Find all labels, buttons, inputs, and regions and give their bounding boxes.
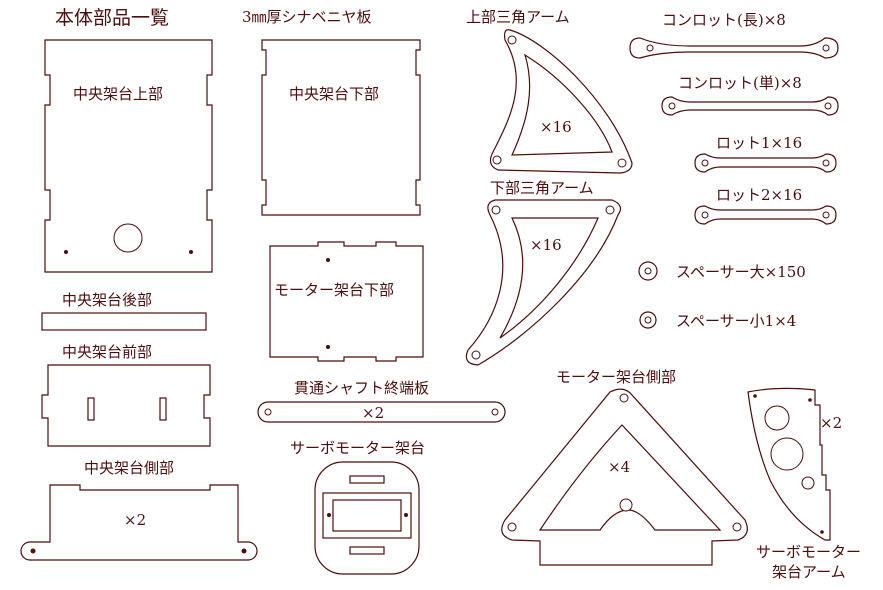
through-shaft-label: 貫通シャフト終端板 [294, 379, 429, 397]
servo-arm-label-line2: 架台アーム [772, 563, 846, 581]
upper-arm-label: 上部三角アーム [466, 8, 570, 26]
spacer-large-part: スペーサー大×150 [638, 261, 806, 281]
through-shaft-part: 貫通シャフト終端板 ×2 [257, 379, 506, 423]
center-front-label: 中央架台前部 [62, 343, 152, 361]
sheet-title: 本体部品一覧 [55, 7, 169, 29]
conrod-long-label: コンロット(長)×8 [662, 11, 786, 29]
servo-arm-qty: ×2 [820, 414, 842, 432]
lower-arm-label: 下部三角アーム [490, 179, 594, 197]
center-side-part: 中央架台側部 ×2 [20, 459, 258, 561]
motor-side-label: モーター架台側部 [556, 368, 676, 386]
servo-arm-part: ×2 サーボモーター 架台アーム [747, 387, 861, 581]
lower-arm-part: 下部三角アーム ×16 [465, 179, 622, 366]
motor-side-part: モーター架台側部 ×4 [501, 368, 748, 566]
servo-mount-label: サーボモーター架台 [290, 439, 425, 457]
conrod-short-part: コンロット(単)×8 [661, 74, 839, 116]
center-rear-part: 中央架台後部 [41, 291, 207, 331]
center-front-part: 中央架台前部 [41, 343, 211, 447]
conrod-long-part: コンロット(長)×8 [629, 11, 839, 59]
rod1-part: ロット1×16 [694, 134, 837, 173]
motor-side-qty: ×4 [608, 458, 630, 476]
lower-arm-qty: ×16 [530, 236, 562, 254]
center-top-label: 中央架台上部 [73, 85, 163, 103]
center-rear-label: 中央架台後部 [62, 291, 152, 309]
upper-arm-qty: ×16 [540, 118, 572, 136]
motor-bottom-label: モーター架台下部 [274, 281, 394, 299]
spacer-small-label: スペーサー小1×4 [676, 312, 796, 330]
servo-mount-part: サーボモーター架台 [290, 439, 425, 575]
center-bottom-label: 中央架台下部 [289, 85, 379, 103]
rod2-part: ロット2×16 [694, 186, 837, 225]
center-side-qty: ×2 [124, 511, 146, 529]
rod2-label: ロット2×16 [716, 186, 802, 204]
through-shaft-qty: ×2 [362, 404, 384, 422]
spacer-small-part: スペーサー小1×4 [639, 311, 796, 330]
center-side-label: 中央架台側部 [84, 459, 174, 477]
conrod-short-label: コンロット(単)×8 [678, 74, 802, 92]
upper-arm-part: 上部三角アーム ×16 [466, 8, 633, 174]
material-label: 3㎜厚シナベニヤ板 [242, 8, 372, 26]
center-bottom-part: 中央架台下部 [261, 39, 421, 216]
center-top-part: 中央架台上部 [44, 39, 213, 273]
spacer-large-label: スペーサー大×150 [676, 263, 806, 281]
motor-bottom-part: モーター架台下部 [269, 241, 424, 362]
rod1-label: ロット1×16 [716, 134, 802, 152]
servo-arm-label-line1: サーボモーター [756, 543, 861, 561]
